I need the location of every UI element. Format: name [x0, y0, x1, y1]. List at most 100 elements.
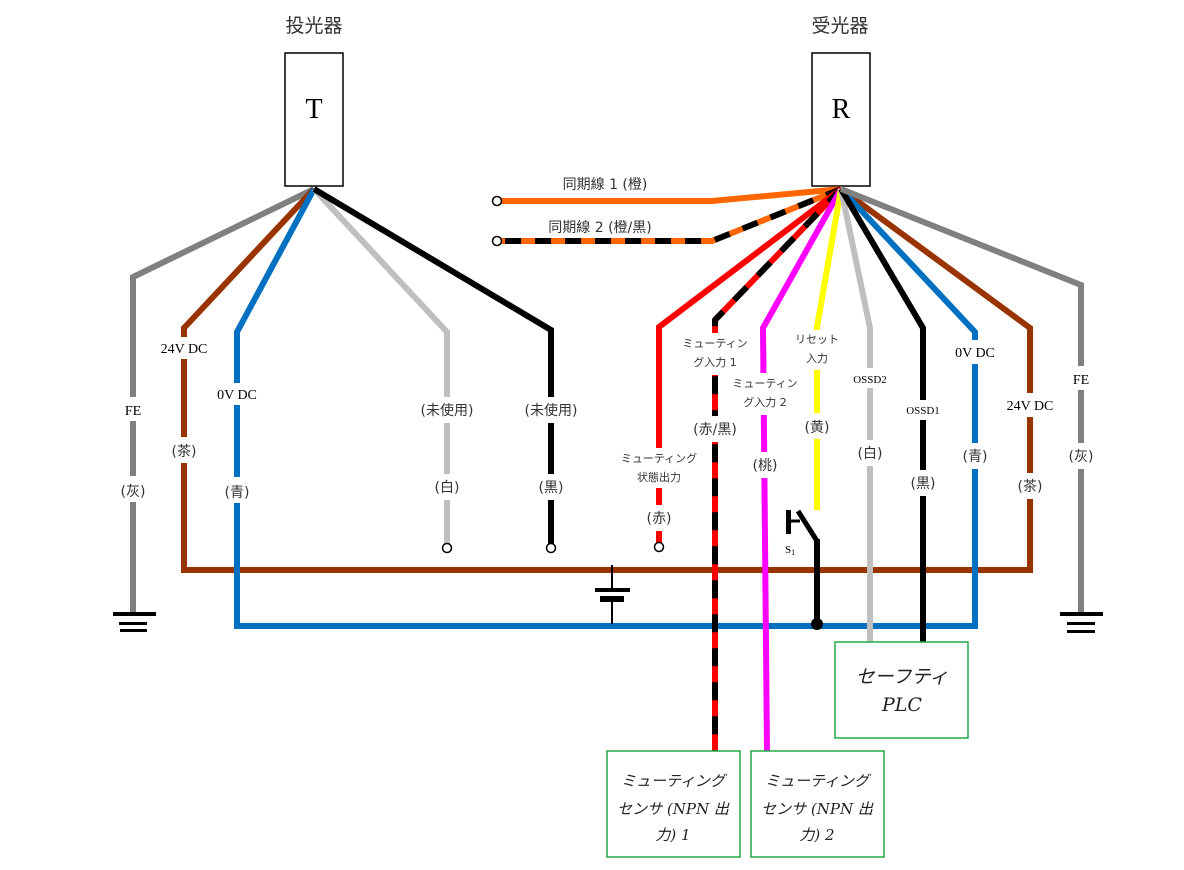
svg-text:(白): (白)	[858, 446, 883, 462]
label-receiver-24v-color: (茶)	[1010, 473, 1050, 499]
ossd2-wire	[838, 188, 873, 642]
label-receiver-24v: 24V DC	[996, 393, 1064, 417]
label-reset-input-color: (黄)	[797, 413, 837, 439]
label-receiver-0v-color: (青)	[955, 443, 995, 469]
svg-text:OSSD2: OSSD2	[853, 374, 887, 386]
label-sync-2: 同期線 2 (橙/黒)	[548, 220, 651, 236]
label-ossd1-color: (黒)	[903, 470, 943, 496]
svg-text:(桃): (桃)	[753, 458, 778, 474]
svg-text:状態出力: 状態出力	[637, 470, 681, 484]
ground-icon	[1060, 612, 1103, 633]
svg-text:力) 2: 力) 2	[799, 826, 834, 844]
terminal-sync-1	[491, 195, 503, 207]
label-muting-input-2-color: (桃)	[745, 452, 785, 478]
svg-text:OSSD1: OSSD1	[906, 405, 940, 417]
muting-input-1-stripe	[712, 186, 844, 752]
svg-text:ミューティン: ミューティン	[682, 337, 747, 350]
svg-text:(茶): (茶)	[172, 444, 197, 460]
label-reset-input: リセット 入力	[787, 330, 847, 370]
svg-text:センサ (NPN 出: センサ (NPN 出	[617, 800, 730, 818]
receiver-wire-fe	[839, 186, 1084, 612]
svg-text:ミューティン: ミューティン	[732, 377, 797, 390]
svg-text:PLC: PLC	[881, 694, 922, 716]
label-muting-state-output-color: (赤)	[639, 505, 679, 531]
sync-wire-1	[497, 186, 842, 204]
label-receiver-fe: FE	[1063, 366, 1099, 390]
label-emitter-unused-white-color: (白)	[427, 474, 467, 500]
svg-text:FE: FE	[125, 404, 141, 419]
svg-text:力) 1: 力) 1	[655, 826, 690, 844]
svg-text:入力: 入力	[806, 352, 828, 365]
label-muting-input-1: ミューティン グ入力 1	[672, 333, 758, 375]
label-sync-1: 同期線 1 (橙)	[563, 177, 648, 193]
label-muting-state-output: ミューティング 状態出力	[610, 448, 708, 488]
svg-text:セーフティ: セーフティ	[856, 666, 949, 688]
svg-text:(青): (青)	[225, 485, 250, 501]
svg-text:(未使用): (未使用)	[421, 402, 474, 419]
power-24v-wire	[181, 186, 1033, 573]
svg-text:0V DC: 0V DC	[955, 346, 995, 361]
terminal-unused-black	[545, 542, 557, 554]
power-0v-wire	[234, 186, 978, 629]
safety-plc-box: セーフティ PLC	[834, 641, 969, 739]
label-emitter-0v-color: (青)	[217, 477, 257, 503]
svg-text:(白): (白)	[435, 480, 460, 496]
reset-switch-icon	[786, 509, 823, 630]
label-emitter-unused-white: (未使用)	[412, 397, 482, 423]
terminal-muting-state-output	[653, 541, 665, 553]
svg-text:FE: FE	[1073, 373, 1089, 388]
svg-text:ミューティング: ミューティング	[621, 451, 697, 465]
muting-input-2-wire	[759, 187, 844, 753]
label-emitter-0v: 0V DC	[206, 383, 268, 405]
label-emitter-24v: 24V DC	[150, 337, 216, 359]
svg-text:ミューティング: ミューティング	[765, 772, 872, 790]
svg-text:(灰): (灰)	[1069, 449, 1094, 465]
svg-text:(黄): (黄)	[805, 419, 830, 436]
battery-icon	[595, 565, 630, 624]
receiver-box	[811, 52, 871, 187]
label-ossd1: OSSD1	[901, 400, 945, 420]
terminal-unused-white	[441, 542, 453, 554]
switch-label: S1	[785, 544, 795, 557]
ground-icon	[113, 612, 156, 632]
label-emitter-unused-black-color: (黒)	[531, 474, 571, 500]
svg-text:(赤/黒): (赤/黒)	[693, 422, 737, 438]
muting-sensor-1-box: ミューティング センサ (NPN 出 力) 1	[606, 750, 741, 858]
svg-text:リセット: リセット	[795, 333, 839, 346]
svg-text:ミューティング: ミューティング	[621, 772, 728, 790]
svg-text:24V DC: 24V DC	[1007, 399, 1054, 414]
label-receiver-fe-color: (灰)	[1061, 443, 1101, 469]
emitter-title: 投光器	[285, 15, 342, 37]
reset-input-wire	[814, 188, 844, 510]
svg-text:0V DC: 0V DC	[217, 388, 257, 403]
svg-text:24V DC: 24V DC	[161, 342, 208, 357]
svg-text:(青): (青)	[963, 449, 988, 465]
svg-text:(赤): (赤)	[647, 511, 672, 527]
label-emitter-24v-color: (茶)	[164, 437, 204, 463]
label-muting-input-2: ミューティン グ入力 2	[722, 373, 808, 415]
svg-text:グ入力 2: グ入力 2	[743, 395, 787, 409]
svg-text:センサ (NPN 出: センサ (NPN 出	[761, 800, 874, 818]
svg-text:(灰): (灰)	[121, 484, 146, 500]
svg-text:(茶): (茶)	[1018, 479, 1043, 495]
label-ossd2: OSSD2	[848, 368, 892, 388]
label-receiver-0v: 0V DC	[944, 340, 1006, 364]
emitter-box-label: T	[305, 94, 322, 125]
label-ossd2-color: (白)	[850, 440, 890, 466]
emitter-box	[284, 52, 344, 187]
ossd1-wire	[838, 187, 926, 642]
svg-text:(黒): (黒)	[911, 476, 936, 492]
terminal-sync-2	[491, 235, 503, 247]
svg-text:(未使用): (未使用)	[525, 402, 578, 419]
label-muting-input-1-color: (赤/黒)	[687, 416, 743, 442]
sync-wire-2-stripe	[497, 186, 843, 244]
receiver-box-label: R	[832, 94, 851, 125]
receiver-title: 受光器	[811, 15, 868, 37]
svg-text:グ入力 1: グ入力 1	[693, 355, 737, 369]
muting-sensor-2-box: ミューティング センサ (NPN 出 力) 2	[750, 750, 885, 858]
svg-text:(黒): (黒)	[539, 480, 564, 496]
label-emitter-fe-color: (灰)	[113, 476, 153, 502]
label-emitter-fe: FE	[115, 397, 151, 421]
label-emitter-unused-black: (未使用)	[516, 397, 586, 423]
